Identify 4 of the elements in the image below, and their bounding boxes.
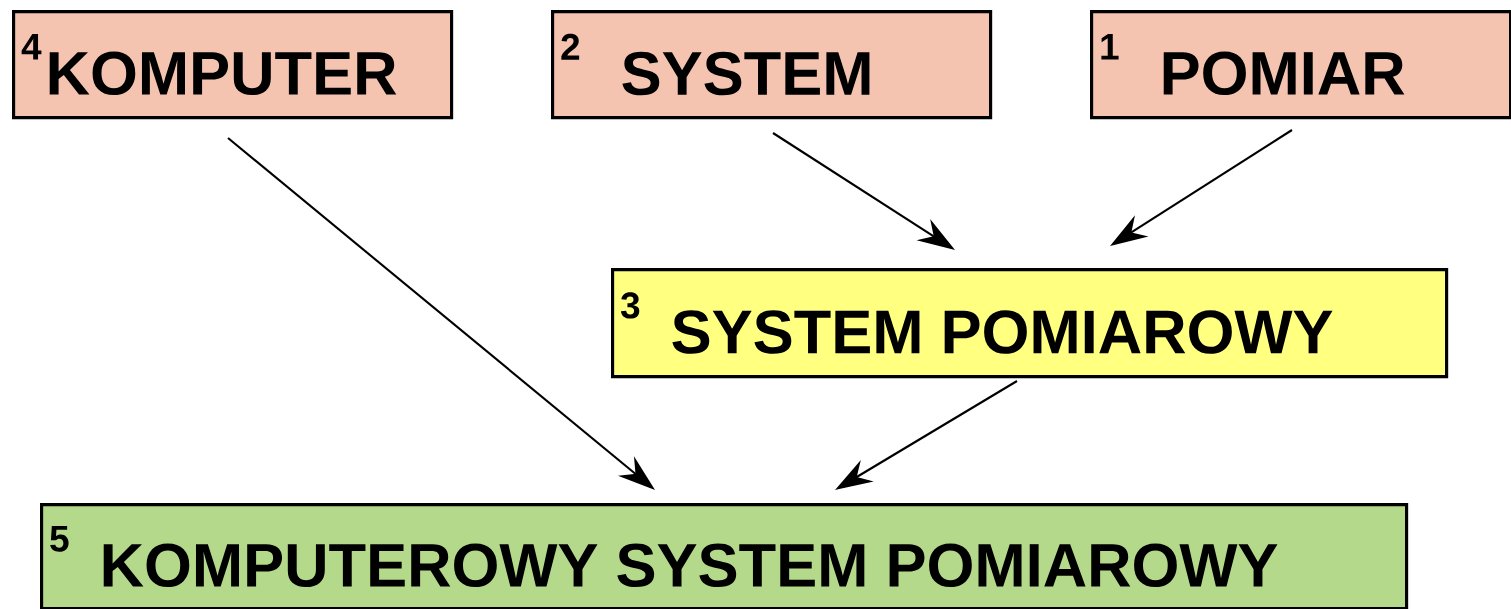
process-box: 3 SYSTEM POMIAROWY <box>611 268 1449 379</box>
result-box: 5 KOMPUTEROWY SYSTEM POMIAROWY <box>40 503 1409 609</box>
process-box: 1 POMIAR <box>1090 10 1511 120</box>
process-box: 2 SYSTEM <box>551 10 993 120</box>
